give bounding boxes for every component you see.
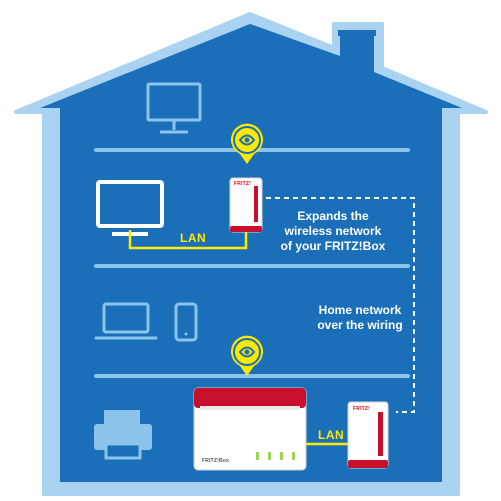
router-brand: FRITZ!Box (202, 458, 230, 464)
powerline-annotation-line-1: Home network (318, 303, 402, 317)
powerline-annotation: Home network over the wiring (290, 303, 430, 333)
adapter-brand: FRITZ! (353, 406, 371, 412)
laptop-icon (94, 302, 158, 340)
repeater-annotation-line-1: Expands the (297, 209, 369, 223)
phone-icon (174, 302, 198, 342)
wifi-badge-upper (231, 123, 263, 164)
repeater-annotation-line-3: of your FRITZ!Box (280, 239, 386, 253)
wireless-dashed-path (266, 197, 415, 413)
chimney-top (338, 30, 376, 36)
house-body (40, 24, 462, 482)
repeater-device (229, 177, 263, 233)
repeater-brand: FRITZ! (234, 181, 252, 187)
monitor-icon (146, 82, 202, 134)
router-led-strip (256, 452, 295, 460)
powerline-adapter-device (347, 401, 389, 469)
router-device (193, 387, 307, 471)
lan-label-lower: LAN (318, 428, 345, 442)
wifi-badge-lower (231, 335, 263, 376)
repeater-annotation-line-2: wireless network (284, 224, 382, 238)
lan-label-upper: LAN (180, 231, 207, 245)
lan-cable-upper (128, 230, 248, 250)
powerline-annotation-line-2: over the wiring (317, 318, 403, 332)
repeater-annotation: Expands the wireless network of your FRI… (258, 209, 408, 254)
printer-icon (94, 410, 152, 460)
